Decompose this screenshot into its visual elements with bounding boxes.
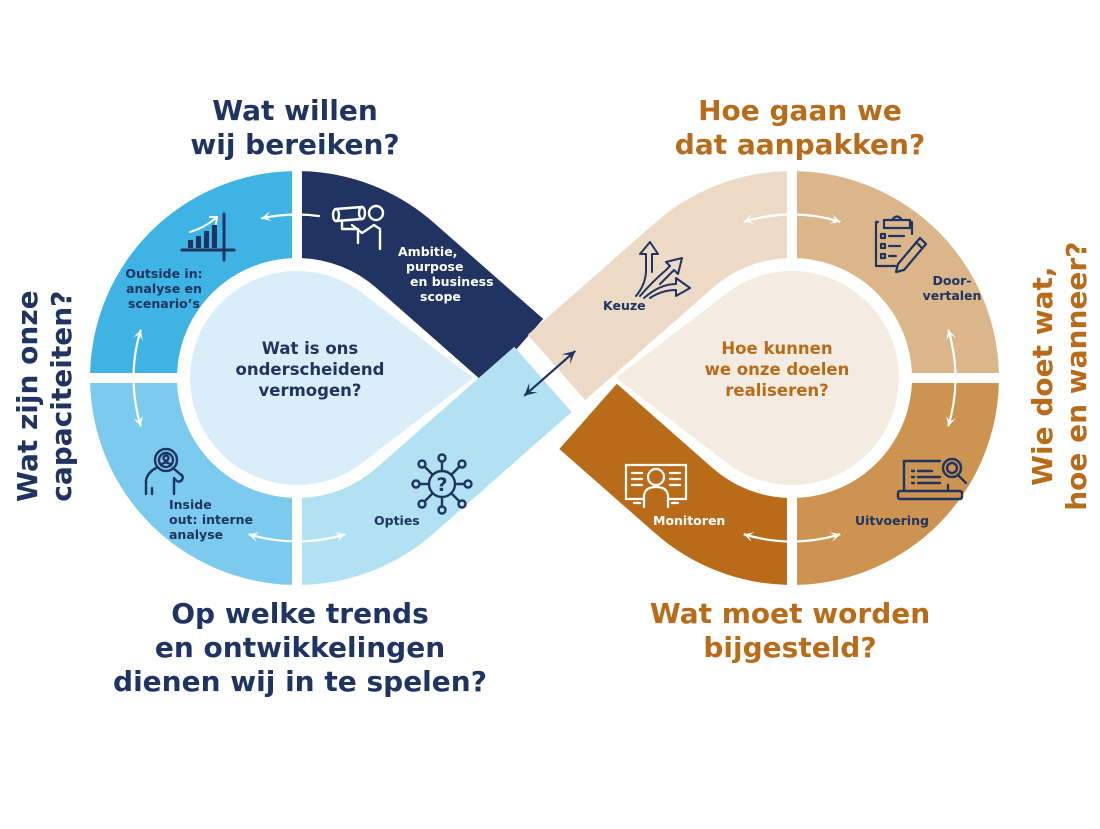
- question-line: bijgesteld?: [703, 631, 877, 665]
- segment-label-ambitie: Ambitie, purpose en business scope: [398, 244, 494, 304]
- segment-label-monitoren: Monitoren: [653, 513, 725, 528]
- label-line: Opties: [374, 513, 420, 528]
- question-line: Wat moet worden: [649, 597, 931, 630]
- question-left-side: Wat zijn onze capaciteiten?: [11, 276, 79, 516]
- arrow-ambitie-to-outside-in-head: [261, 211, 272, 222]
- question-right-side: Wie doet wat, hoe en wanneer?: [1026, 231, 1094, 521]
- monitor-person-icon: [622, 463, 690, 509]
- clipboard-pen-icon: [872, 214, 932, 274]
- segment-label-uitvoering: Uitvoering: [855, 513, 929, 528]
- label-line: Outside in:: [125, 266, 203, 281]
- question-line: wij bereiken?: [190, 128, 400, 162]
- label-line: scope: [420, 289, 461, 304]
- person-magnifier-icon: [142, 446, 192, 498]
- label-line: vertalen: [922, 288, 982, 303]
- question-line: dat aanpakken?: [674, 128, 926, 162]
- center-question-right: Hoe kunnen we onze doelen realiseren?: [672, 338, 882, 401]
- question-line: Hoe gaan we: [698, 94, 902, 127]
- question-line: dienen wij in te spelen?: [113, 665, 487, 699]
- arrow-right-top-line: [743, 213, 841, 223]
- segment-label-keuze: Keuze: [603, 298, 646, 313]
- label-line: purpose: [406, 259, 464, 274]
- arrow-left-bottom-line: [248, 533, 346, 543]
- crossing-double-arrow-line: [523, 350, 577, 397]
- arrow-right-bottom-head: [743, 532, 755, 542]
- label-line: Ambitie,: [398, 244, 458, 259]
- arrow-right-vertical-head: [946, 415, 956, 427]
- question-line: Op welke trends: [171, 597, 429, 630]
- center-teardrop-left: [190, 270, 473, 485]
- label-line: analyse: [169, 527, 224, 542]
- arrow-left-bottom-head-start: [334, 532, 346, 542]
- center-question-left: Wat is ons onderscheidend vermogen?: [205, 338, 415, 401]
- segment-uitvoering: [797, 383, 999, 585]
- segment-opties: [302, 346, 572, 585]
- question-line: hoe en wanneer?: [1060, 241, 1093, 511]
- label-line: out: interne: [169, 512, 253, 527]
- label-line: Keuze: [603, 298, 646, 313]
- segment-label-opties: Opties: [374, 513, 420, 528]
- arrow-right-bottom-line: [743, 533, 841, 543]
- segment-keuze: [527, 171, 787, 401]
- segment-label-outside-in: Outside in: analyse en scenario’s: [114, 266, 214, 311]
- growth-chart-icon: [180, 212, 236, 262]
- segment-label-doorvertalen: Door- vertalen: [920, 273, 984, 303]
- label-line: en business: [410, 274, 494, 289]
- label-line: Uitvoering: [855, 513, 929, 528]
- question-line: en ontwikkelingen: [154, 631, 446, 665]
- question-network-icon: ?: [410, 452, 474, 516]
- segment-inside-out: [90, 383, 292, 585]
- label-line: scenario’s: [128, 296, 200, 311]
- question-bottom-right: Wat moet worden bijgesteld?: [620, 597, 960, 665]
- question-line: vermogen?: [258, 381, 362, 401]
- question-line: Wat is ons: [261, 339, 359, 358]
- question-line: Wat willen: [212, 94, 378, 127]
- question-line: Hoe kunnen: [721, 339, 833, 358]
- question-bottom-left: Op welke trends en ontwikkelingen dienen…: [80, 597, 520, 699]
- segment-outside-in: [90, 171, 292, 373]
- label-line: analyse en: [126, 281, 202, 296]
- arrow-right-top-head: [829, 214, 841, 224]
- question-line: onderscheidend: [235, 360, 385, 380]
- arrow-right-vertical-line: [947, 329, 957, 427]
- arrow-right-vertical-head-start: [946, 329, 956, 341]
- question-line: capaciteiten?: [45, 290, 78, 502]
- laptop-search-icon: [896, 455, 972, 503]
- branching-arrows-icon: [632, 240, 696, 300]
- center-teardrop-right: [616, 270, 899, 485]
- arrow-left-bottom-head: [248, 532, 260, 542]
- arrow-left-vertical-head-start: [133, 415, 143, 427]
- segment-ambitie: [302, 171, 544, 385]
- question-line: Wie doet wat,: [1025, 266, 1059, 486]
- binoculars-person-icon: [331, 203, 396, 255]
- label-line: Inside: [169, 497, 212, 512]
- question-line: we onze doelen: [704, 360, 850, 380]
- svg-text:?: ?: [436, 474, 447, 496]
- question-top-left: Wat willen wij bereiken?: [170, 94, 420, 162]
- question-top-right: Hoe gaan we dat aanpakken?: [650, 94, 950, 162]
- arrow-right-bottom-head-start: [829, 532, 841, 542]
- crossing-arrow-head-keuze: [561, 350, 576, 364]
- arrow-left-vertical-line: [132, 329, 142, 427]
- arrow-left-vertical-head: [133, 329, 143, 341]
- question-line: Wat zijn onze: [10, 290, 44, 502]
- label-line: Monitoren: [653, 513, 726, 528]
- question-line: realiseren?: [725, 381, 829, 401]
- arrow-right-top-head-start: [743, 214, 755, 224]
- segment-label-inside-out: Inside out: interne analyse: [169, 497, 253, 542]
- label-line: Door-: [932, 273, 972, 288]
- crossing-arrow-head-opties: [524, 382, 538, 396]
